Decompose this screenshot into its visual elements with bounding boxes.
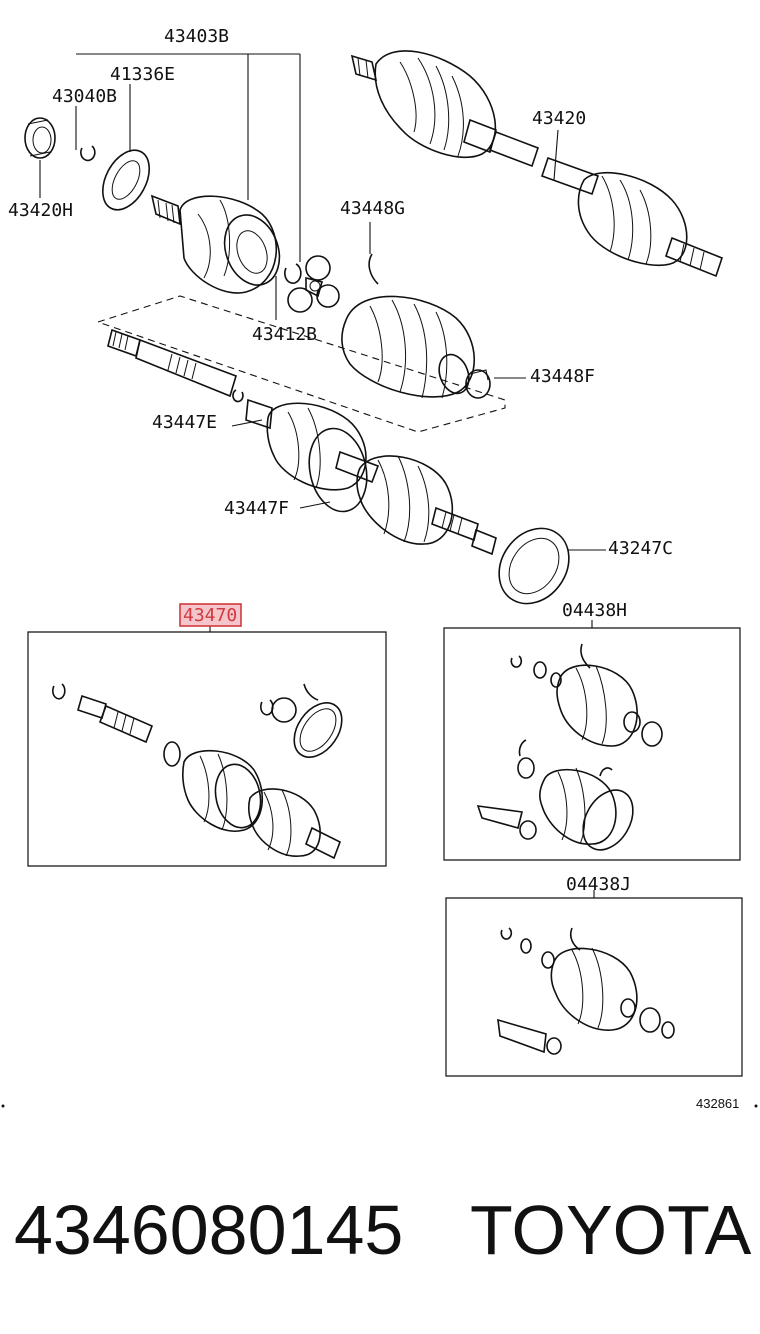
callout-04438J: 04438J xyxy=(566,874,631,895)
oil-seal-43420h xyxy=(24,117,56,159)
callout-43403B: 43403B xyxy=(164,26,229,47)
kit-box-04438j xyxy=(445,897,743,1077)
callout-04438H: 04438H xyxy=(562,600,627,621)
corner-dot-left xyxy=(1,1104,5,1108)
callout-43040B: 43040B xyxy=(52,86,117,107)
boot-43448g xyxy=(341,253,476,399)
callout-43447F: 43447F xyxy=(224,498,289,519)
parts-diagram: 43403B 41336E 43040B 43420H 43420 43448G… xyxy=(1,26,758,1111)
brand-name: TOYOTA xyxy=(470,1191,752,1269)
drive-shaft-assembly-43420 xyxy=(350,50,723,278)
band-clamp-43448f xyxy=(465,369,491,399)
corner-dot-right xyxy=(754,1104,758,1108)
callout-41336E: 41336E xyxy=(110,64,175,85)
dust-seal-43247c xyxy=(498,527,570,605)
callout-43448F: 43448F xyxy=(530,366,595,387)
part-number: 4346080145 xyxy=(14,1191,404,1269)
kit-box-04438h xyxy=(443,627,741,861)
callout-43247C: 43247C xyxy=(608,538,673,559)
snap-ring-43040b xyxy=(80,145,96,162)
caption: 4346080145 TOYOTA xyxy=(0,1180,760,1300)
outboard-joint-housing-43403b xyxy=(150,194,281,294)
callout-43412B: 43412B xyxy=(252,324,317,345)
boot-kit-outline xyxy=(96,295,506,433)
tripod-joint xyxy=(287,255,340,313)
boot-band-43447f xyxy=(308,427,368,513)
snap-ring-43412b xyxy=(284,263,302,284)
inner-shaft xyxy=(107,328,244,403)
figure-reference: 432861 xyxy=(696,1096,739,1111)
leader-lines xyxy=(39,53,606,898)
highlight-box-43470 xyxy=(179,603,242,627)
inboard-joint-assembly xyxy=(245,398,497,556)
callout-43447E: 43447E xyxy=(152,412,217,433)
callout-43420: 43420 xyxy=(532,108,586,129)
callout-43448G: 43448G xyxy=(340,198,405,219)
kit-box-43470 xyxy=(27,631,387,867)
ring-41336e xyxy=(102,149,150,211)
callout-43420H: 43420H xyxy=(8,200,73,221)
callout-43470: 43470 xyxy=(183,605,237,626)
